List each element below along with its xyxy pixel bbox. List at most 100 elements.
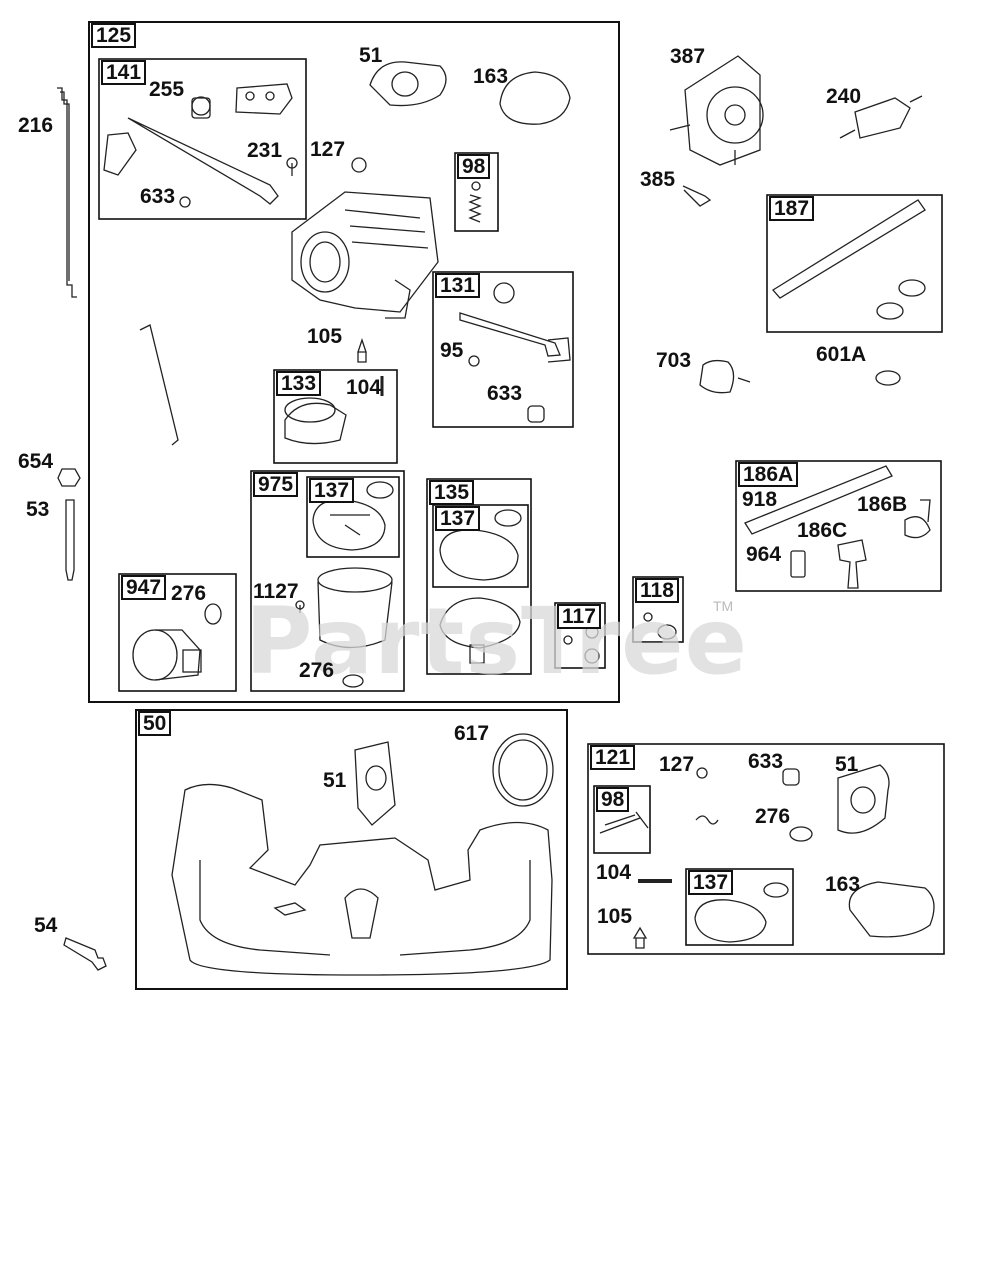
frame-117 (554, 602, 606, 669)
part-label-95: 95 (440, 339, 464, 362)
frame-947 (118, 573, 237, 692)
part-label-240: 240 (826, 85, 862, 108)
float-135 (439, 597, 521, 649)
gasket-51c (837, 764, 890, 834)
frame-187 (766, 194, 943, 333)
bowl-133 (284, 402, 347, 445)
group-label-121: 121 (590, 745, 636, 770)
group-label-137a: 137 (309, 478, 355, 503)
fitting-186B (904, 499, 931, 539)
frame-975 (250, 470, 405, 692)
part-label-105a: 105 (307, 325, 343, 348)
frame-141 (98, 58, 307, 220)
part-label-276c: 276 (755, 805, 791, 828)
part-label-633c: 633 (748, 750, 784, 773)
group-label-135: 135 (429, 480, 475, 505)
frame-50 (135, 709, 568, 990)
part-label-51b: 51 (323, 769, 347, 792)
part-label-105b: 105 (597, 905, 633, 928)
group-label-187: 187 (769, 196, 815, 221)
sleeve-964 (790, 550, 806, 578)
group-label-98a: 98 (457, 154, 491, 179)
part-label-918: 918 (742, 488, 778, 511)
part-label-231: 231 (247, 139, 283, 162)
fuel-filter-240 (854, 97, 911, 139)
part-label-703: 703 (656, 349, 692, 372)
frame-135 (426, 478, 532, 675)
frame-118 (632, 576, 684, 643)
group-label-50: 50 (138, 711, 172, 736)
frame-133 (273, 369, 398, 464)
part-label-276b: 276 (299, 659, 335, 682)
fuel-hose-187 (772, 199, 926, 299)
spring-98 (468, 194, 482, 223)
solenoid-947 (132, 629, 178, 681)
gasket-137b (439, 529, 519, 581)
gasket-163a (499, 71, 571, 125)
fuel-pump-387 (684, 55, 761, 166)
frame-186A (735, 460, 942, 592)
part-label-104b: 104 (596, 861, 632, 884)
clamp-703 (699, 359, 735, 394)
part-label-385: 385 (640, 168, 676, 191)
part-label-1127: 1127 (253, 580, 299, 603)
carburetor-body (291, 191, 439, 313)
spring-121 (695, 815, 719, 825)
part-label-617: 617 (454, 722, 490, 745)
group-label-118: 118 (635, 578, 679, 603)
fitting-186C (837, 539, 867, 589)
group-label-131: 131 (435, 273, 481, 298)
bolt-54 (63, 937, 107, 971)
part-label-51c: 51 (835, 753, 859, 776)
gasket-137c (694, 899, 767, 943)
part-label-186B: 186B (857, 493, 908, 516)
frame-131 (432, 271, 574, 428)
part-label-51a: 51 (359, 44, 383, 67)
part-label-163a: 163 (473, 65, 509, 88)
part-label-127a: 127 (310, 138, 346, 161)
screw-385 (682, 185, 712, 207)
float-bowl-975 (317, 581, 393, 649)
gasket-51b (354, 741, 396, 826)
frame-98a (454, 152, 499, 232)
part-label-127b: 127 (659, 753, 695, 776)
group-label-133: 133 (276, 371, 322, 396)
group-label-141: 141 (101, 60, 147, 85)
throttle-shaft-131 (459, 312, 561, 357)
needle-105 (357, 337, 367, 363)
screw-98b (599, 811, 649, 834)
part-label-964: 964 (746, 543, 782, 566)
group-label-117: 117 (557, 604, 601, 629)
group-label-186A: 186A (738, 462, 799, 487)
part-label-216: 216 (18, 114, 54, 137)
part-label-186C: 186C (797, 519, 848, 542)
group-label-137b: 137 (435, 506, 481, 531)
frame-137c (685, 868, 794, 946)
stud-53 (65, 499, 75, 581)
frame-125 (88, 21, 620, 703)
part-label-53: 53 (26, 498, 50, 521)
watermark: PartsTree (245, 588, 748, 695)
part-label-654: 654 (18, 450, 54, 473)
hose-918 (744, 465, 893, 535)
group-label-137c: 137 (688, 870, 734, 895)
intake-manifold-50 (171, 783, 553, 976)
part-label-633a: 633 (140, 185, 176, 208)
part-label-163b: 163 (825, 873, 861, 896)
gasket-51a (369, 61, 447, 107)
frame-98b (593, 785, 651, 854)
part-label-633b: 633 (487, 382, 523, 405)
choke-shaft-141 (127, 117, 279, 205)
frame-121 (587, 743, 945, 955)
gasket-137a (312, 499, 386, 551)
group-label-125: 125 (91, 23, 137, 48)
part-label-104a: 104 (346, 376, 382, 399)
part-label-255: 255 (149, 78, 185, 101)
gasket-617 (492, 733, 554, 807)
group-label-98b: 98 (596, 787, 630, 812)
frame-137a (306, 476, 400, 558)
frame-137b (432, 504, 529, 588)
group-label-947: 947 (121, 575, 167, 600)
nut-654 (57, 468, 81, 487)
